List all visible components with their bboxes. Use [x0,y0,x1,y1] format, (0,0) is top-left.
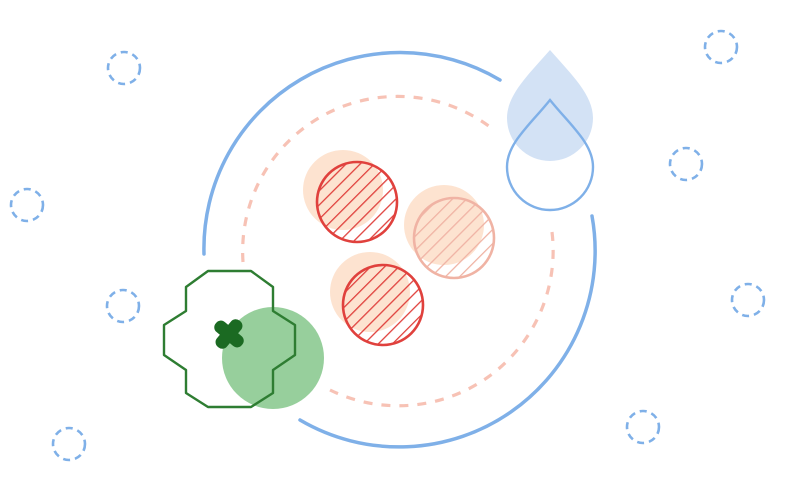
dashed-circle-icon [105,288,141,324]
dashed-circle-icon [625,409,661,445]
dashed-circle-icon [106,50,142,86]
dashed-circle-icon [51,426,87,462]
water-drop-icon [505,50,595,212]
dashed-circle-icon [730,282,766,318]
cross-icon [214,319,244,349]
background-dots [9,29,766,462]
hatched-cell-icon [412,196,496,280]
dashed-circle-icon [9,187,45,223]
green-circle [222,307,324,409]
dashed-circle-icon [668,146,704,182]
hexagon-cluster-icon [162,269,297,409]
dashed-circle-icon [703,29,739,65]
hatched-cell-icon [341,263,425,347]
cell-bottom [330,252,425,347]
hatched-cell-icon [315,160,399,244]
outer-ring [202,50,597,449]
inner-dashed-ring [241,94,555,408]
cell-right-faded [404,185,496,280]
cell-top-left [303,150,399,244]
